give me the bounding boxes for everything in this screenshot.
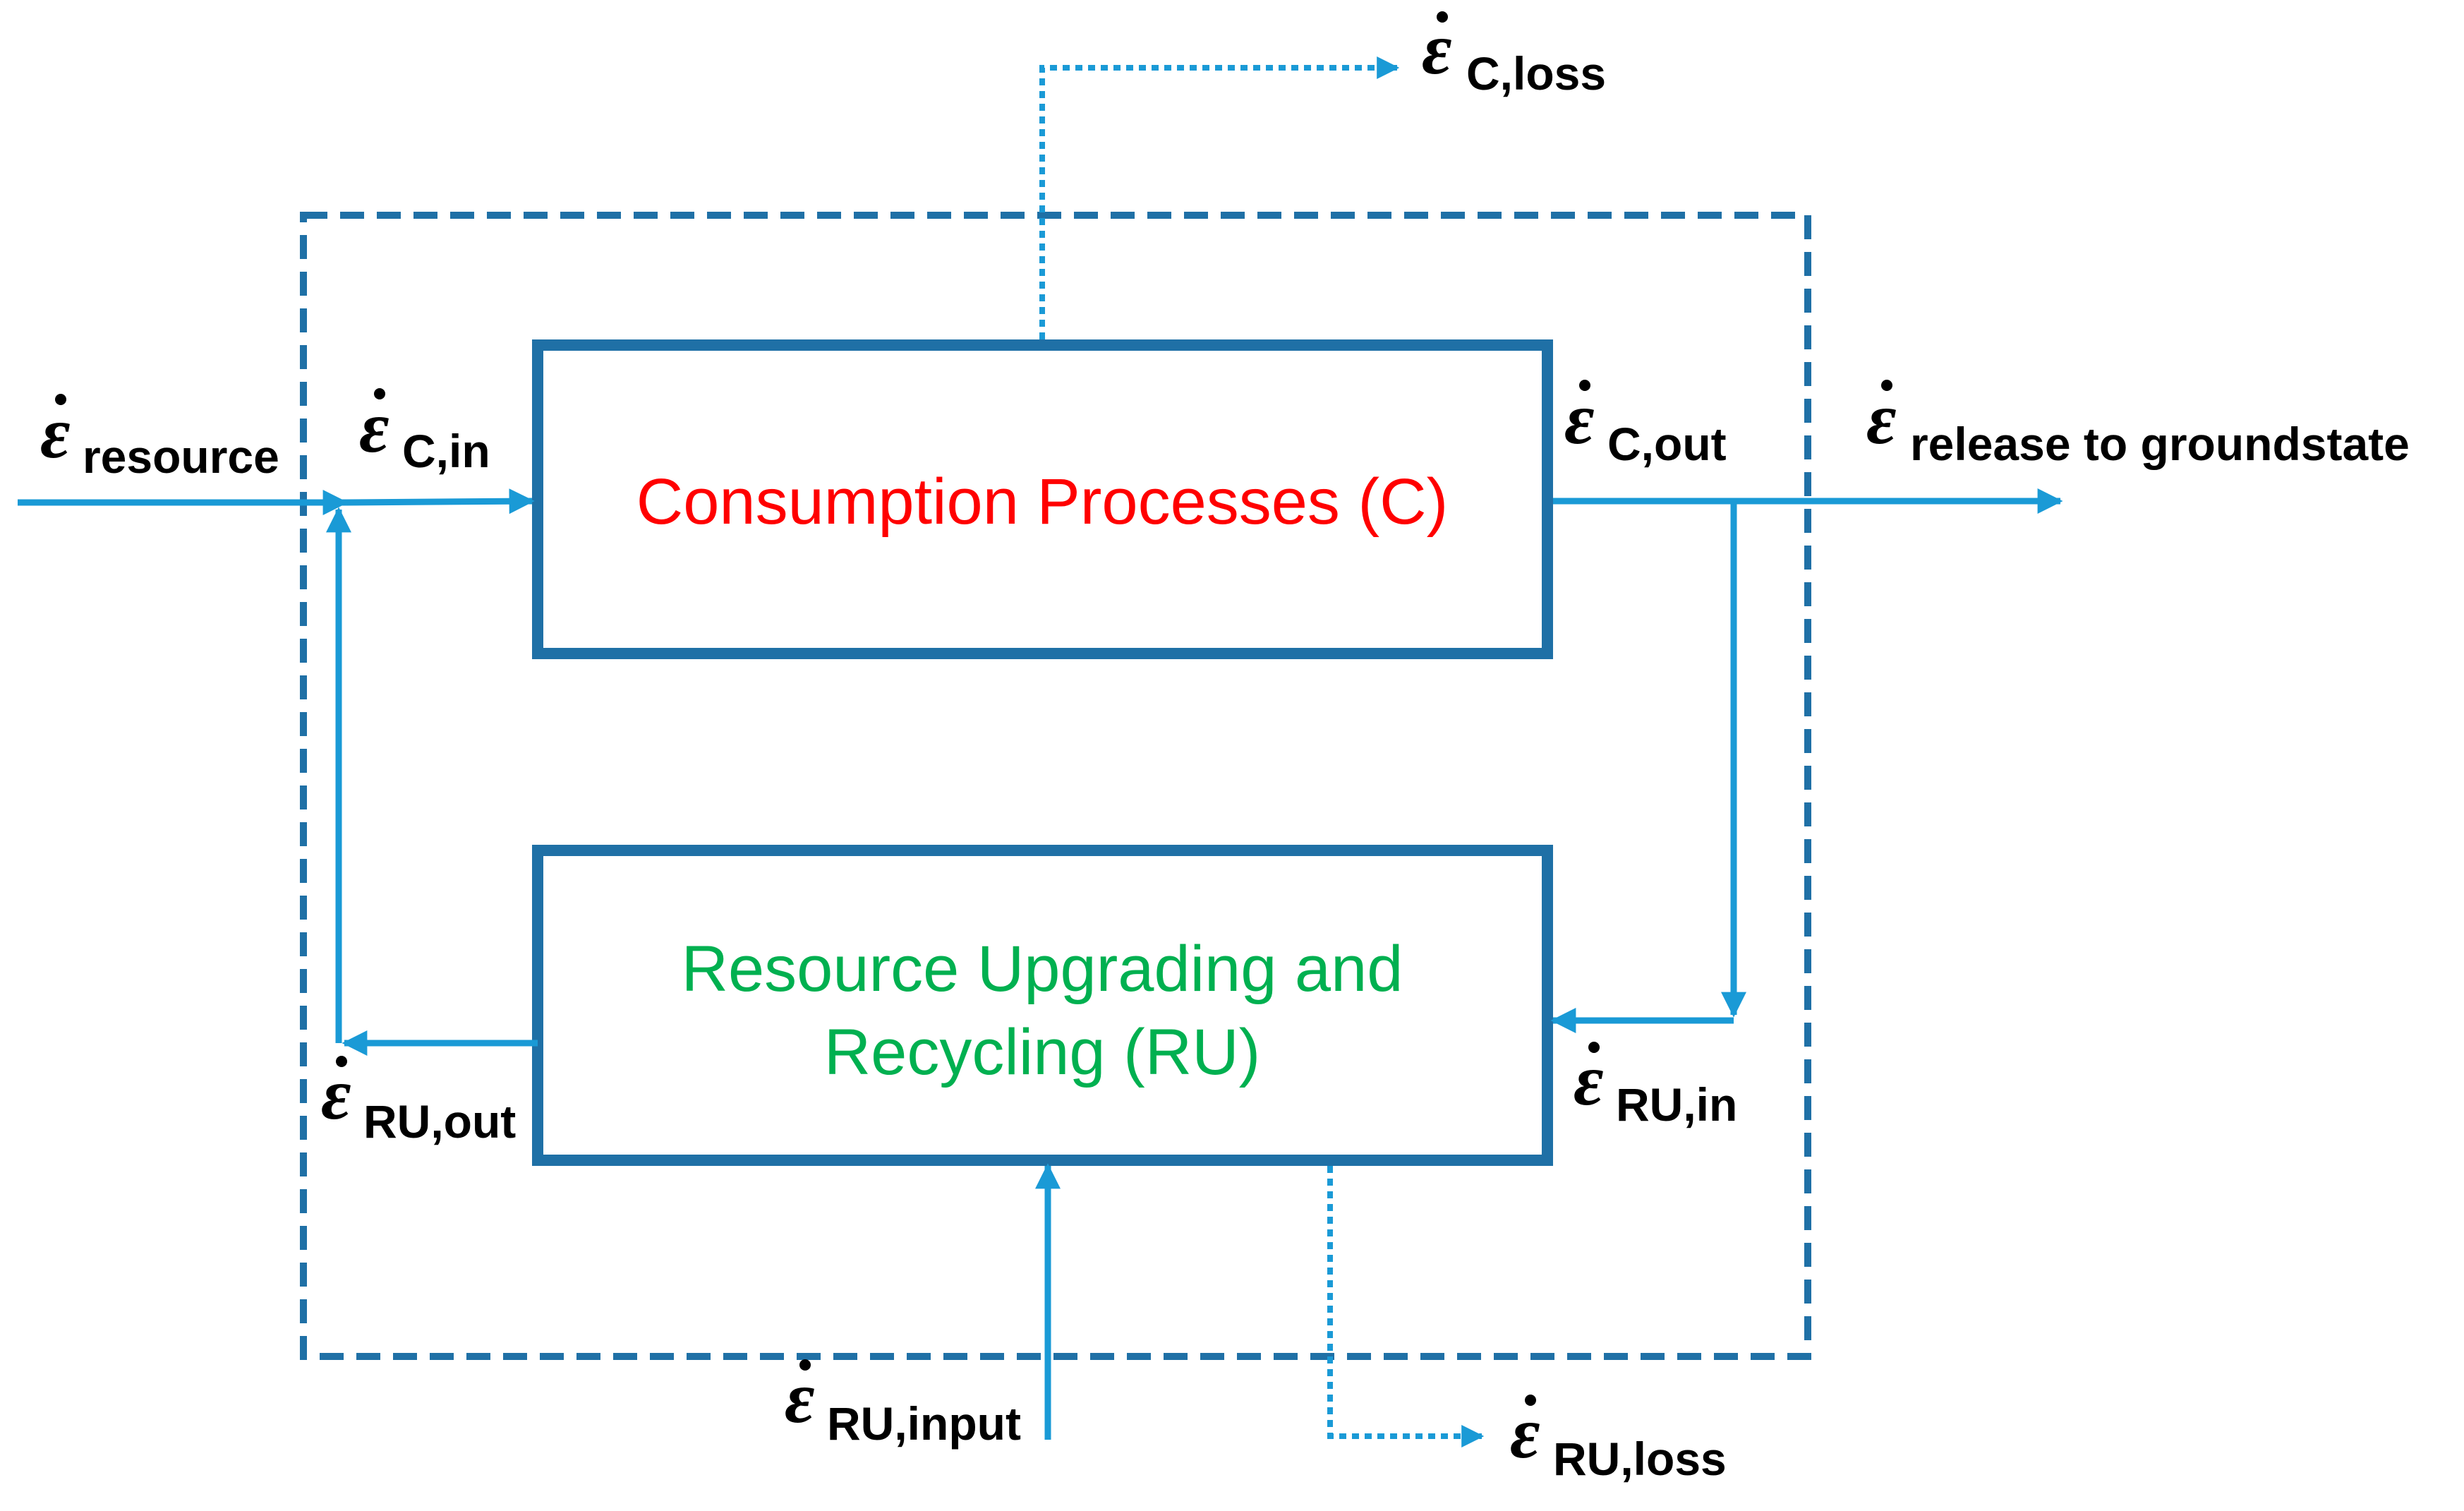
ru-loss-flow-arrow <box>1327 1166 1485 1447</box>
svg-text:ε: ε <box>321 1054 351 1135</box>
svg-text:C,in: C,in <box>402 425 490 477</box>
flow-label-ru-in: ε RU,in <box>1574 1040 1737 1131</box>
consumption-label: Consumption Processes (C) <box>636 466 1448 538</box>
svg-text:RU,loss: RU,loss <box>1553 1433 1727 1485</box>
svg-text:ε: ε <box>785 1357 815 1438</box>
recycling-label-line1: Resource Upgrading and <box>682 933 1403 1005</box>
svg-text:ε: ε <box>1866 378 1897 459</box>
flow-label-ru-input: ε RU,input <box>785 1357 1021 1450</box>
svg-text:release to groundstate: release to groundstate <box>1910 418 2410 470</box>
svg-text:RU,input: RU,input <box>827 1397 1021 1450</box>
svg-text:RU,in: RU,in <box>1616 1078 1737 1131</box>
svg-text:ε: ε <box>1574 1040 1604 1121</box>
svg-text:C,out: C,out <box>1607 418 1727 470</box>
svg-text:C,loss: C,loss <box>1466 47 1606 100</box>
flow-label-ru-loss: ε RU,loss <box>1510 1392 1727 1485</box>
svg-text:ε: ε <box>359 387 389 468</box>
flow-label-c-out: ε C,out <box>1564 378 1727 470</box>
flow-label-ru-out: ε RU,out <box>321 1054 516 1148</box>
svg-text:ε: ε <box>1564 378 1595 459</box>
system-boundary <box>300 212 1811 1360</box>
flow-label-resource: ε resource <box>40 392 279 483</box>
svg-text:ε: ε <box>1422 8 1452 90</box>
recycling-box <box>532 845 1553 1166</box>
svg-text:resource: resource <box>83 431 279 483</box>
flow-label-c-in: ε C,in <box>359 387 490 477</box>
flow-label-release: ε release to groundstate <box>1866 378 2410 470</box>
svg-text:RU,out: RU,out <box>363 1095 516 1148</box>
c-loss-flow-arrow <box>1039 56 1400 339</box>
recycling-label-line2: Recycling (RU) <box>824 1016 1261 1088</box>
svg-text:ε: ε <box>1510 1392 1540 1474</box>
flow-label-c-loss: ε C,loss <box>1422 8 1606 100</box>
svg-text:ε: ε <box>40 392 71 474</box>
consumption-box <box>532 339 1553 659</box>
c-in-flow-arrow <box>345 488 535 514</box>
